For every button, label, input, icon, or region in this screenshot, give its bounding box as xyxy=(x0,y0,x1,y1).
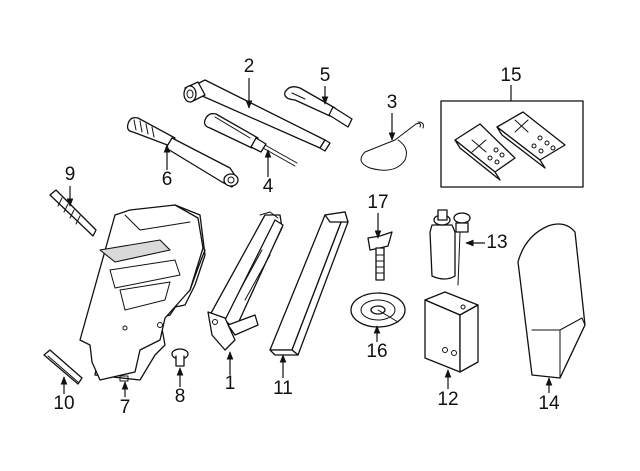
part-1-jack xyxy=(207,211,284,351)
part-14-cover xyxy=(517,223,586,379)
callout-4: 4 xyxy=(263,176,274,197)
part-2-lug-wrench xyxy=(183,79,331,152)
part-15-frame xyxy=(440,100,584,188)
callout-3: 3 xyxy=(387,92,398,113)
callout-2: 2 xyxy=(244,56,255,77)
callout-14: 14 xyxy=(538,393,560,414)
callout-7: 7 xyxy=(120,397,131,418)
part-13-sealant-bottle xyxy=(429,209,471,286)
part-12-compressor xyxy=(424,291,479,373)
callout-11: 11 xyxy=(273,378,293,399)
callout-16: 16 xyxy=(366,341,387,362)
part-5-tool xyxy=(284,86,353,128)
callout-15: 15 xyxy=(500,65,521,86)
part-10-strap xyxy=(43,349,83,385)
callout-9: 9 xyxy=(65,164,76,185)
part-7-tray xyxy=(79,204,206,382)
part-11-bar xyxy=(269,211,349,356)
leader-lines xyxy=(60,78,553,397)
part-16-washer xyxy=(350,292,406,328)
callout-1: 1 xyxy=(225,373,236,394)
callout-12: 12 xyxy=(437,389,458,410)
part-9-clip xyxy=(49,189,97,237)
callout-17: 17 xyxy=(367,192,388,213)
part-17-wing-bolt xyxy=(367,231,393,281)
callout-labels: 1 2 3 4 5 6 7 8 9 10 11 12 13 14 15 16 1… xyxy=(53,56,560,418)
callout-8: 8 xyxy=(175,386,186,407)
part-3-hook xyxy=(360,121,424,171)
callout-13: 13 xyxy=(486,232,507,253)
part-8-plug xyxy=(171,348,189,367)
callout-6: 6 xyxy=(162,169,173,190)
callout-5: 5 xyxy=(320,65,331,86)
callout-10: 10 xyxy=(53,393,74,414)
